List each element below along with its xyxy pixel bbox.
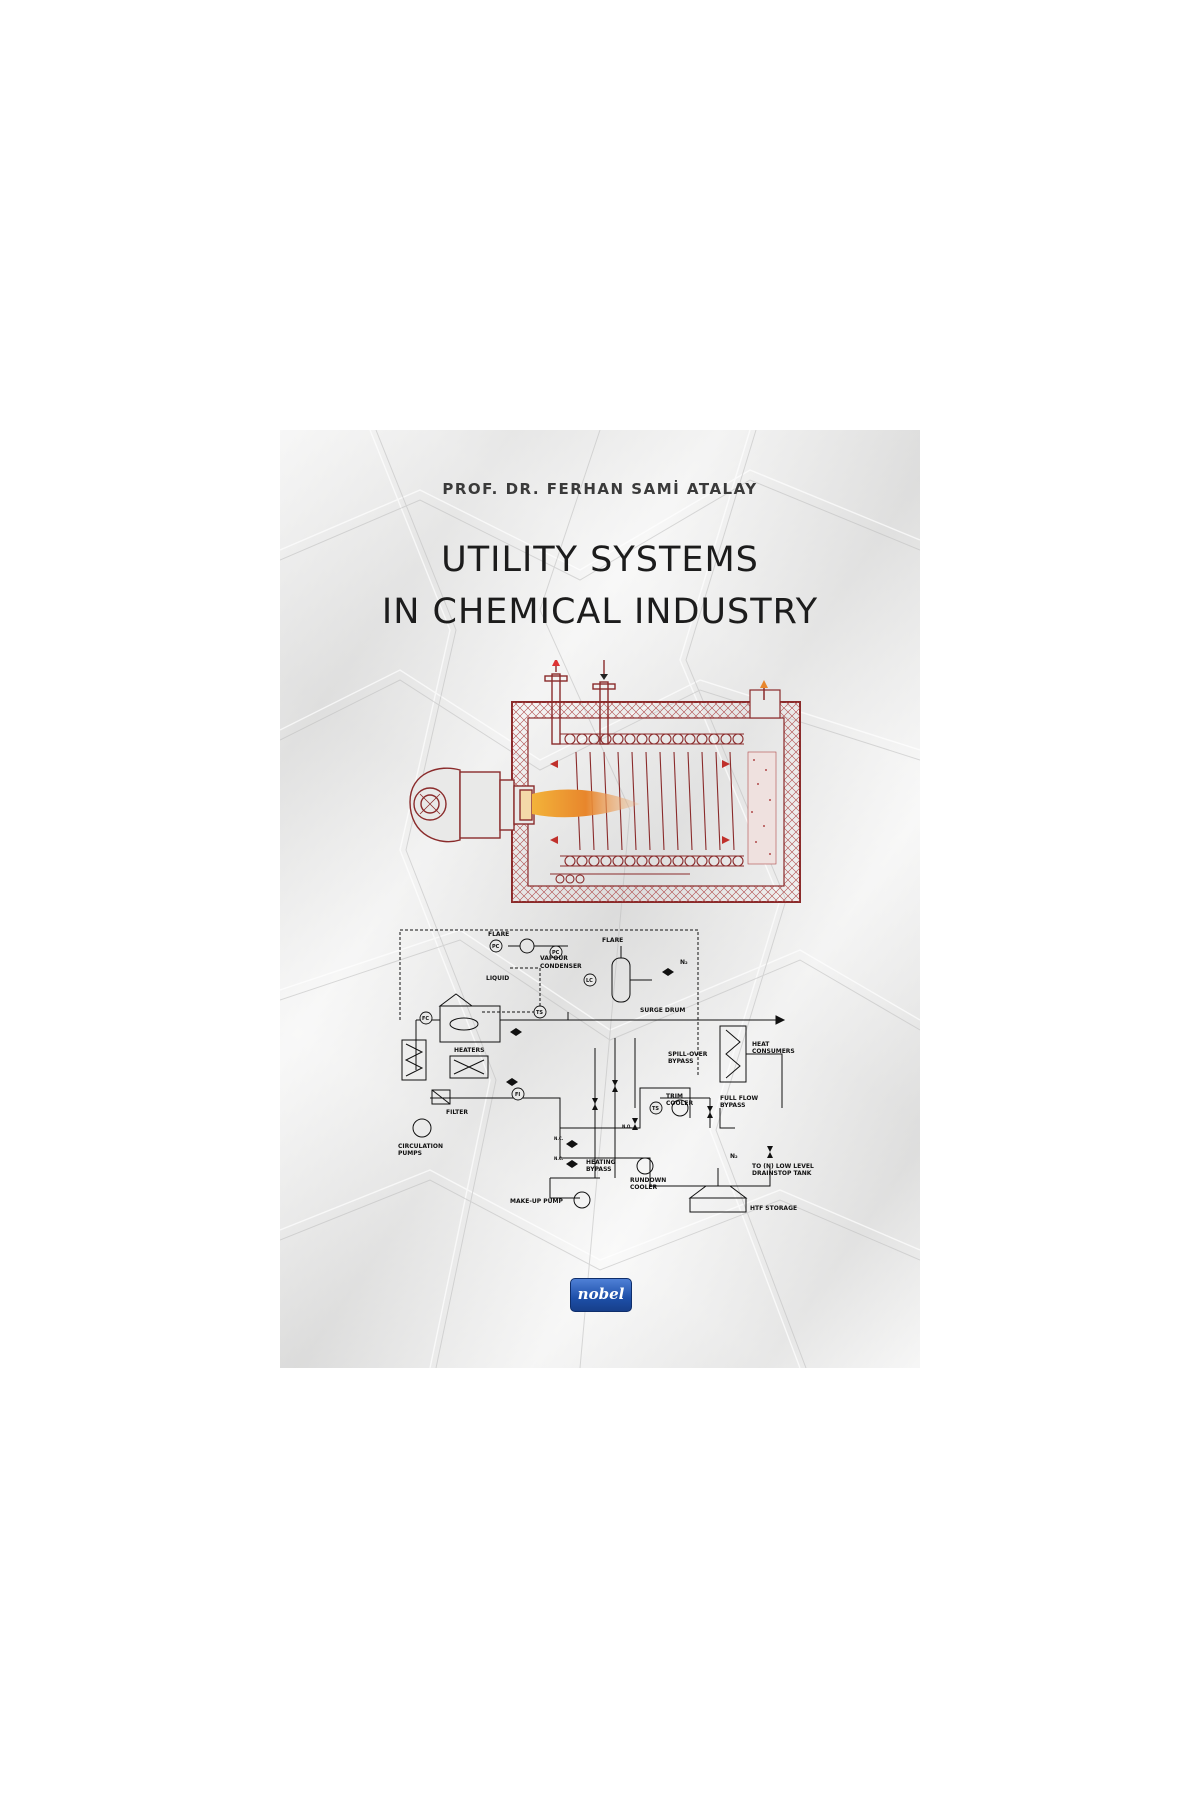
tube-coil-bottom — [550, 855, 744, 884]
label-n2-top: N₂ — [680, 959, 688, 966]
label-lc: LC — [586, 978, 593, 984]
process-flow-diagram: FLARE FLARE VAPOUR CONDENSER LIQUID N₂ S… — [398, 929, 814, 1213]
label-nc-1: N.C. — [554, 1136, 564, 1141]
book-title-line-1: UTILITY SYSTEMS — [441, 540, 759, 580]
label-spill-over: SPILL-OVER — [668, 1051, 708, 1058]
label-rundown: RUNDOWN — [630, 1177, 666, 1184]
label-vapour: VAPOUR — [540, 955, 568, 962]
label-heat: HEAT — [752, 1041, 770, 1048]
label-flare-2: FLARE — [602, 937, 623, 944]
burner-blower — [409, 767, 535, 843]
label-full-flow: FULL FLOW — [720, 1095, 759, 1102]
label-no: N.O. — [622, 1124, 632, 1129]
label-fc: FC — [422, 1016, 429, 1022]
label-trim-cooler: COOLER — [666, 1100, 694, 1107]
author-name: PROF. DR. FERHAN SAMİ ATALAY — [442, 480, 758, 498]
label-fi: FI — [515, 1092, 520, 1098]
label-liquid: LIQUID — [486, 975, 509, 982]
label-n2-bottom: N₂ — [730, 1153, 738, 1160]
burner-flame — [532, 789, 640, 818]
book-cover: PROF. DR. FERHAN SAMİ ATALAY UTILITY SYS… — [280, 430, 920, 1368]
label-trim: TRIM — [666, 1093, 683, 1100]
label-drain-tank: TO (N) LOW LEVEL — [752, 1163, 814, 1170]
label-filter: FILTER — [446, 1109, 468, 1116]
book-title-line-2: IN CHEMICAL INDUSTRY — [381, 592, 819, 632]
label-surge-drum: SURGE DRUM — [640, 1007, 685, 1014]
label-drainstop-tank: DRAINSTOP TANK — [752, 1170, 812, 1177]
label-flare-1: FLARE — [488, 931, 509, 938]
furnace-illustration — [409, 660, 801, 903]
tube-coil-top — [560, 733, 744, 745]
label-heating-bypass: BYPASS — [586, 1166, 611, 1173]
publisher-logo: nobel — [570, 1278, 632, 1312]
label-rundown-cooler: COOLER — [630, 1184, 658, 1191]
label-ts-2: TS — [652, 1106, 659, 1112]
label-nc-2: N.C. — [554, 1156, 564, 1161]
label-spill-over-bypass: BYPASS — [668, 1058, 693, 1065]
label-heating: HEATING — [586, 1159, 616, 1166]
label-pc-1: PC — [492, 944, 500, 950]
label-full-flow-bypass: BYPASS — [720, 1102, 745, 1109]
label-htf-storage: HTF STORAGE — [750, 1205, 797, 1212]
label-make-up-pump: MAKE-UP PUMP — [510, 1198, 563, 1205]
label-condenser: CONDENSER — [540, 963, 582, 970]
label-circulation: CIRCULATION — [398, 1143, 443, 1150]
label-ts-1: TS — [536, 1010, 543, 1016]
label-pc-2: PC — [552, 950, 560, 956]
label-circulation-pumps: PUMPS — [398, 1150, 422, 1157]
label-heat-consumers: CONSUMERS — [752, 1048, 795, 1055]
label-heaters: HEATERS — [454, 1047, 484, 1054]
